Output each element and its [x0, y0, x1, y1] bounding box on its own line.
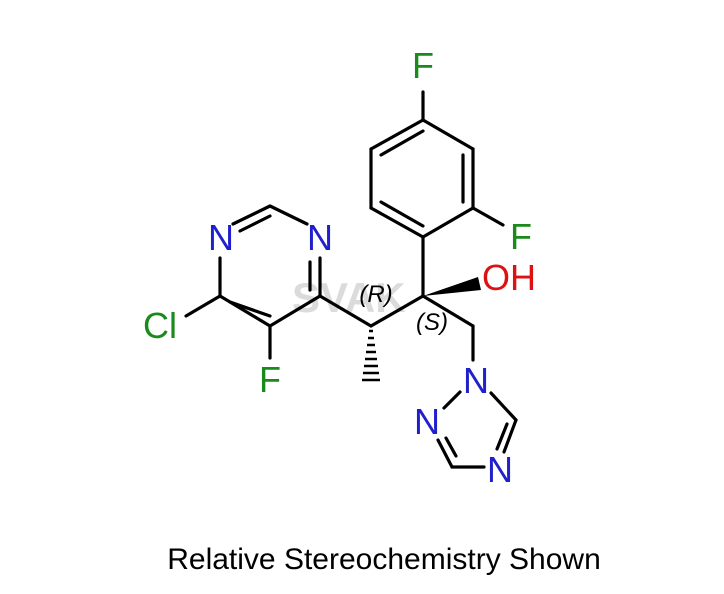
pyrimidine-ring	[184, 204, 322, 360]
bond	[495, 422, 509, 451]
bond	[436, 438, 454, 469]
fluorine-top-atom: F	[412, 45, 434, 86]
bond	[369, 118, 425, 151]
bond	[489, 391, 518, 422]
stereo-label-s: (S)	[416, 309, 448, 336]
bond	[184, 294, 222, 318]
bond	[379, 200, 425, 228]
backbone	[318, 235, 481, 382]
hashed-bond	[362, 329, 380, 382]
chlorine-atom: Cl	[143, 305, 177, 346]
bond	[231, 204, 272, 226]
bond	[502, 418, 518, 454]
pyrimidine-nitrogen-right: N	[307, 217, 333, 258]
wedge-bond	[423, 277, 481, 296]
bond	[238, 214, 272, 233]
bond	[268, 294, 322, 328]
hydroxyl-group: OH	[482, 257, 536, 298]
fluorine-ortho-atom: F	[510, 216, 532, 257]
bond	[369, 206, 425, 239]
difluorophenyl-ring	[369, 90, 505, 239]
bond	[369, 294, 425, 328]
stereo-label-r: (R)	[359, 281, 392, 308]
bond	[444, 436, 458, 458]
caption: Relative Stereochemistry Shown	[167, 543, 601, 576]
triazole-nitrogen-4: N	[487, 449, 513, 490]
pyrimidine-nitrogen-left: N	[208, 217, 234, 258]
bond	[442, 390, 462, 410]
bond	[228, 300, 272, 318]
bond	[218, 294, 272, 328]
triazole-nitrogen-2: N	[414, 401, 440, 442]
bond	[421, 206, 475, 239]
bond	[421, 118, 475, 151]
fluorine-pyrimidine-atom: F	[259, 359, 281, 400]
bond	[318, 294, 373, 328]
triazole-ring	[436, 390, 518, 469]
triazole-nitrogen-1: N	[463, 360, 489, 401]
bond	[421, 294, 475, 328]
bond	[471, 206, 505, 227]
bond	[268, 204, 309, 226]
bond	[379, 129, 425, 157]
